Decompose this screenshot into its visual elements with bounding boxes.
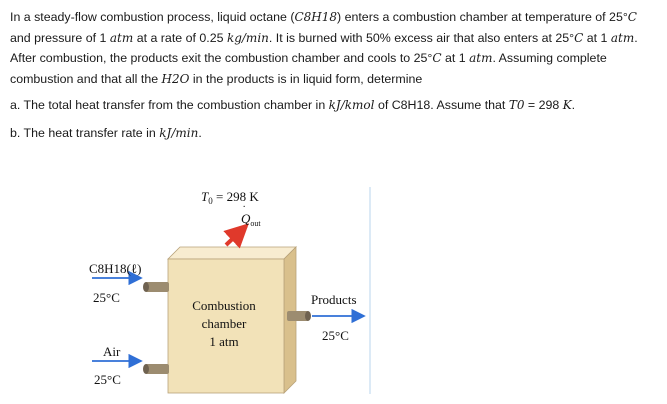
unit: C xyxy=(574,30,584,45)
text: . After combustion, the products exit th… xyxy=(10,30,638,66)
fuel-formula: C8H18(ℓ) xyxy=(89,261,141,276)
text: = 298 xyxy=(524,98,563,112)
air-pipe-end xyxy=(143,364,149,374)
unit: C xyxy=(627,10,637,24)
text: . xyxy=(571,98,576,112)
unit: atm xyxy=(610,30,635,45)
text: ) enters a combustion chamber at tempera… xyxy=(337,10,628,24)
part-b: b. The heat transfer rate in kJ/min. xyxy=(10,123,660,144)
unit: kJ/kmol xyxy=(328,98,375,112)
unit: kg/min xyxy=(226,30,269,45)
unit: atm xyxy=(109,30,134,45)
air-temp: 25°C xyxy=(94,372,121,387)
unit: C xyxy=(432,51,442,65)
chamber-top-face xyxy=(167,246,297,260)
fuel-temp: 25°C xyxy=(93,290,120,305)
text: . xyxy=(198,125,202,140)
fuel-pipe-end xyxy=(143,282,149,292)
formula-water: H2O xyxy=(161,71,190,86)
fuel-inlet-pipe xyxy=(145,282,169,292)
symbol: T0 xyxy=(508,98,525,112)
t0-label: T0 = 298 K xyxy=(201,189,259,206)
problem-statement: In a steady-flow combustion process, liq… xyxy=(10,7,660,143)
text: at a rate of 0.25 xyxy=(133,30,227,45)
heat-out-arrow xyxy=(223,223,249,249)
chamber-label-1: Combustion xyxy=(192,298,256,313)
air-label: Air xyxy=(103,344,121,359)
text: at 1 xyxy=(583,30,611,45)
air-inlet-pipe xyxy=(145,364,169,374)
text: of C8H18. Assume that xyxy=(374,98,509,112)
products-temp: 25°C xyxy=(322,328,349,343)
products-outlet-pipe xyxy=(287,311,309,321)
text: . Assuming complete combustion and that … xyxy=(10,51,607,86)
text: b. The heat transfer rate in xyxy=(10,125,160,140)
text: at 1 xyxy=(441,51,470,65)
unit: atm xyxy=(469,51,493,65)
products-label: Products xyxy=(311,292,357,307)
unit: K xyxy=(562,98,572,112)
text: and pressure of 1 xyxy=(10,30,110,45)
text: In a steady-flow combustion process, liq… xyxy=(10,10,295,24)
chamber-front-face xyxy=(167,258,285,394)
text: in the products is in liquid form, deter… xyxy=(189,71,423,86)
text: . It is burned with 50% excess air that … xyxy=(268,30,575,45)
chamber-label-3: 1 atm xyxy=(209,334,238,349)
q-out-label: Qout xyxy=(241,211,261,228)
unit: kJ/min xyxy=(159,125,199,140)
text: a. The total heat transfer from the comb… xyxy=(10,98,329,112)
chamber-label-2: chamber xyxy=(202,316,247,331)
problem-paragraph: In a steady-flow combustion process, liq… xyxy=(10,7,660,89)
q-dot: · xyxy=(243,202,246,213)
products-pipe-end xyxy=(305,311,311,321)
part-a: a. The total heat transfer from the comb… xyxy=(10,95,660,116)
formula-fuel: C8H18 xyxy=(294,10,338,24)
